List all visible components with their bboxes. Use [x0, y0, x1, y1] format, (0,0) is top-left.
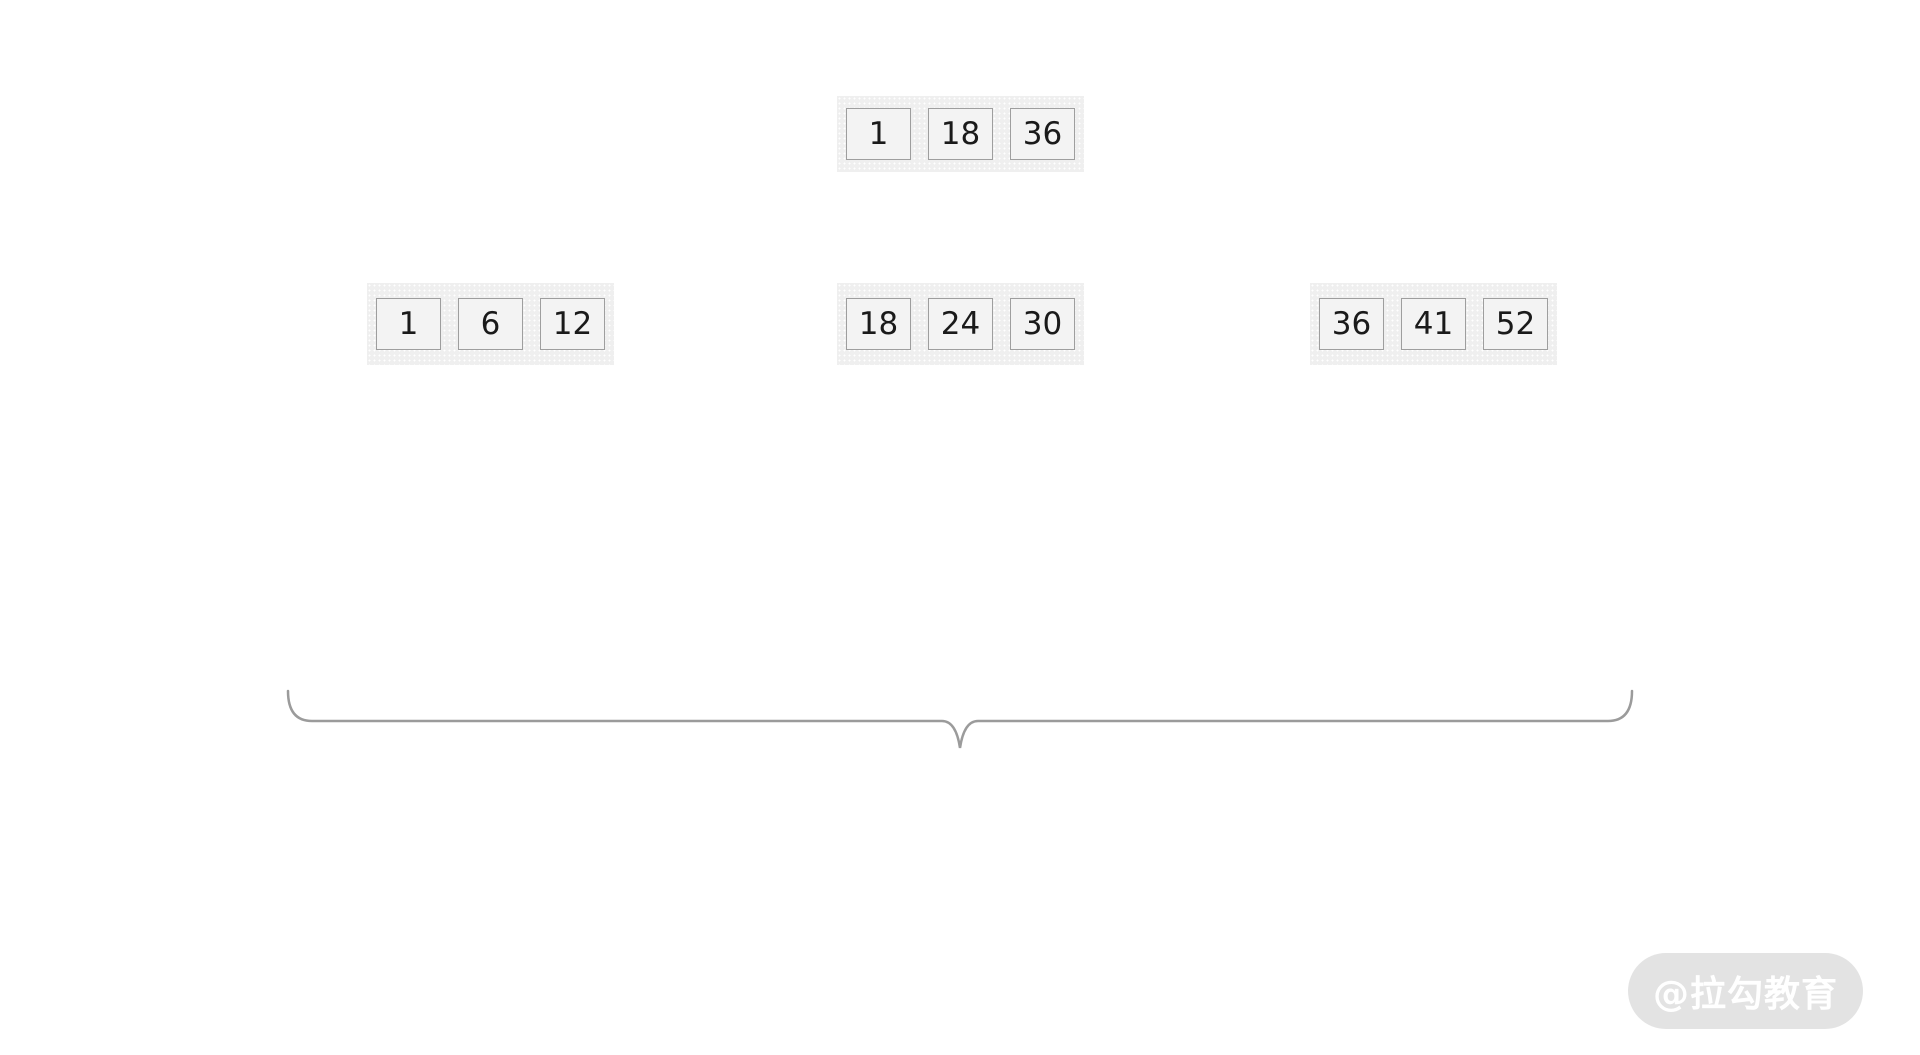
btree-root-node: 1 18 36 — [837, 96, 1084, 172]
watermark-text: @拉勾教育 — [1652, 974, 1838, 1015]
key-box: 6 — [458, 298, 523, 350]
key-box: 41 — [1401, 298, 1466, 350]
key-box: 30 — [1010, 298, 1075, 350]
key-box: 52 — [1483, 298, 1548, 350]
btree-internal-node: 36 41 52 — [1310, 283, 1557, 365]
key-box: 18 — [928, 108, 993, 160]
key-box: 18 — [846, 298, 911, 350]
key-box: 36 — [1010, 108, 1075, 160]
curly-brace — [286, 689, 1634, 749]
watermark-badge: @拉勾教育 — [1628, 953, 1863, 1029]
key-box: 12 — [540, 298, 605, 350]
key-box: 24 — [928, 298, 993, 350]
key-box: 1 — [376, 298, 441, 350]
key-box: 1 — [846, 108, 911, 160]
btree-internal-node: 18 24 30 — [837, 283, 1084, 365]
key-box: 36 — [1319, 298, 1384, 350]
